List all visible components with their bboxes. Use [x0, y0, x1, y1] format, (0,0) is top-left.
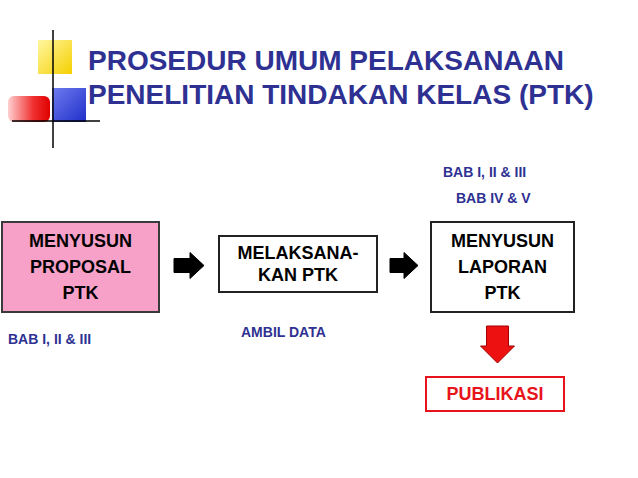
process-box: MENYUSUN PROPOSAL PTK — [1, 221, 160, 313]
blue-square — [52, 88, 86, 122]
node-text: MENYUSUN PROPOSAL PTK — [15, 228, 147, 306]
block-arrow — [481, 326, 515, 363]
process-box: MENYUSUN LAPORAN PTK — [430, 221, 575, 313]
node-text: MELAKSANA- KAN PTK — [233, 242, 363, 286]
chapter-note: BAB I, II & III — [443, 164, 526, 180]
chapter-note: BAB I, II & III — [8, 331, 91, 347]
chapter-note: BAB IV & V — [456, 190, 531, 206]
yellow-square — [38, 40, 72, 74]
block-arrow — [390, 253, 418, 279]
slide-title: PROSEDUR UMUM PELAKSANAAN PENELITIAN TIN… — [88, 44, 633, 112]
process-box: MELAKSANA- KAN PTK — [218, 235, 378, 293]
output-box: PUBLIKASI — [425, 376, 565, 412]
node-text: MENYUSUN LAPORAN PTK — [440, 228, 565, 306]
vertical-rule — [52, 30, 54, 148]
chapter-note: AMBIL DATA — [241, 324, 326, 340]
red-bar — [8, 96, 50, 122]
block-arrow — [174, 253, 204, 279]
horizontal-rule — [12, 120, 100, 122]
node-text: PUBLIKASI — [433, 383, 557, 405]
